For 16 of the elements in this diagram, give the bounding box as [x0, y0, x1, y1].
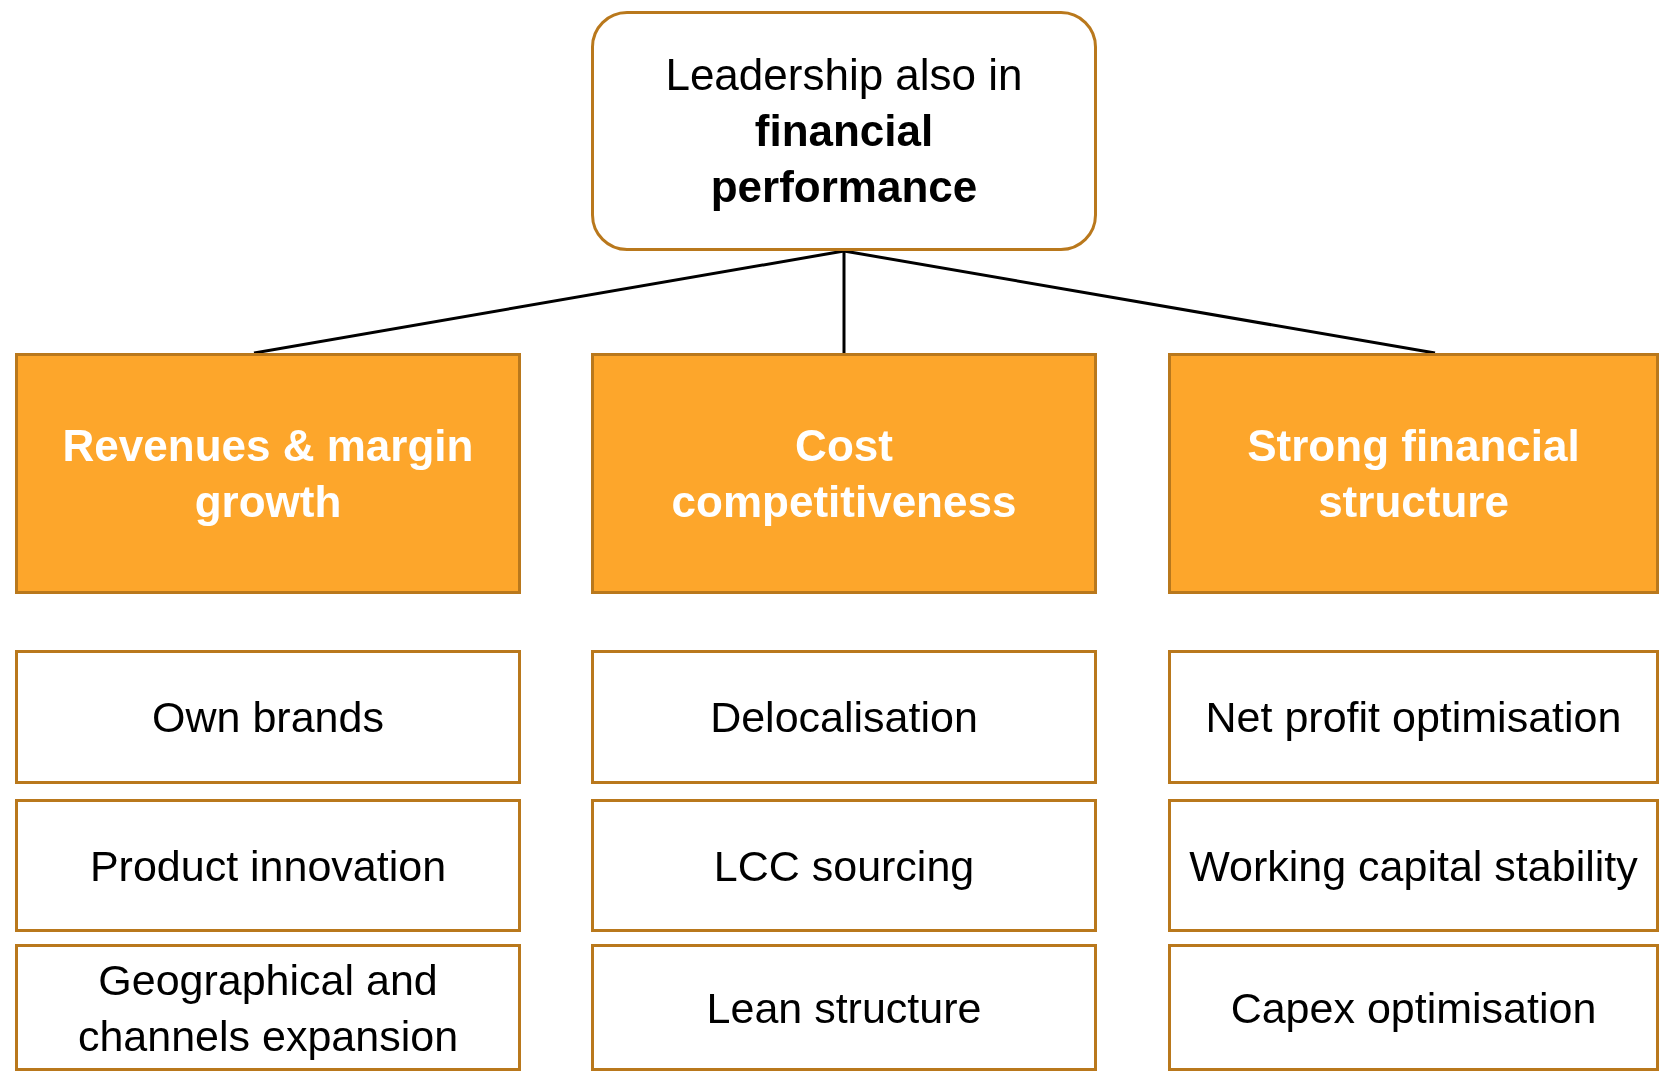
connector-line	[842, 251, 846, 353]
item-box: LCC sourcing	[591, 799, 1097, 932]
goal-box: Leadership also in financial performance	[591, 11, 1097, 251]
item-box: Delocalisation	[591, 650, 1097, 784]
connector-line	[843, 249, 1436, 355]
pillar-box: Strong financial structure	[1168, 353, 1659, 594]
item-box: Working capital stability	[1168, 799, 1659, 932]
item-box: Geographical and channels expansion	[15, 944, 521, 1071]
item-box: Lean structure	[591, 944, 1097, 1071]
pillar-box: Revenues & margin growth	[15, 353, 521, 594]
item-box: Net profit optimisation	[1168, 650, 1659, 784]
pillar-box: Cost competitiveness	[591, 353, 1097, 594]
connector-line	[253, 249, 845, 355]
item-box: Capex optimisation	[1168, 944, 1659, 1071]
item-box: Product innovation	[15, 799, 521, 932]
item-box: Own brands	[15, 650, 521, 784]
